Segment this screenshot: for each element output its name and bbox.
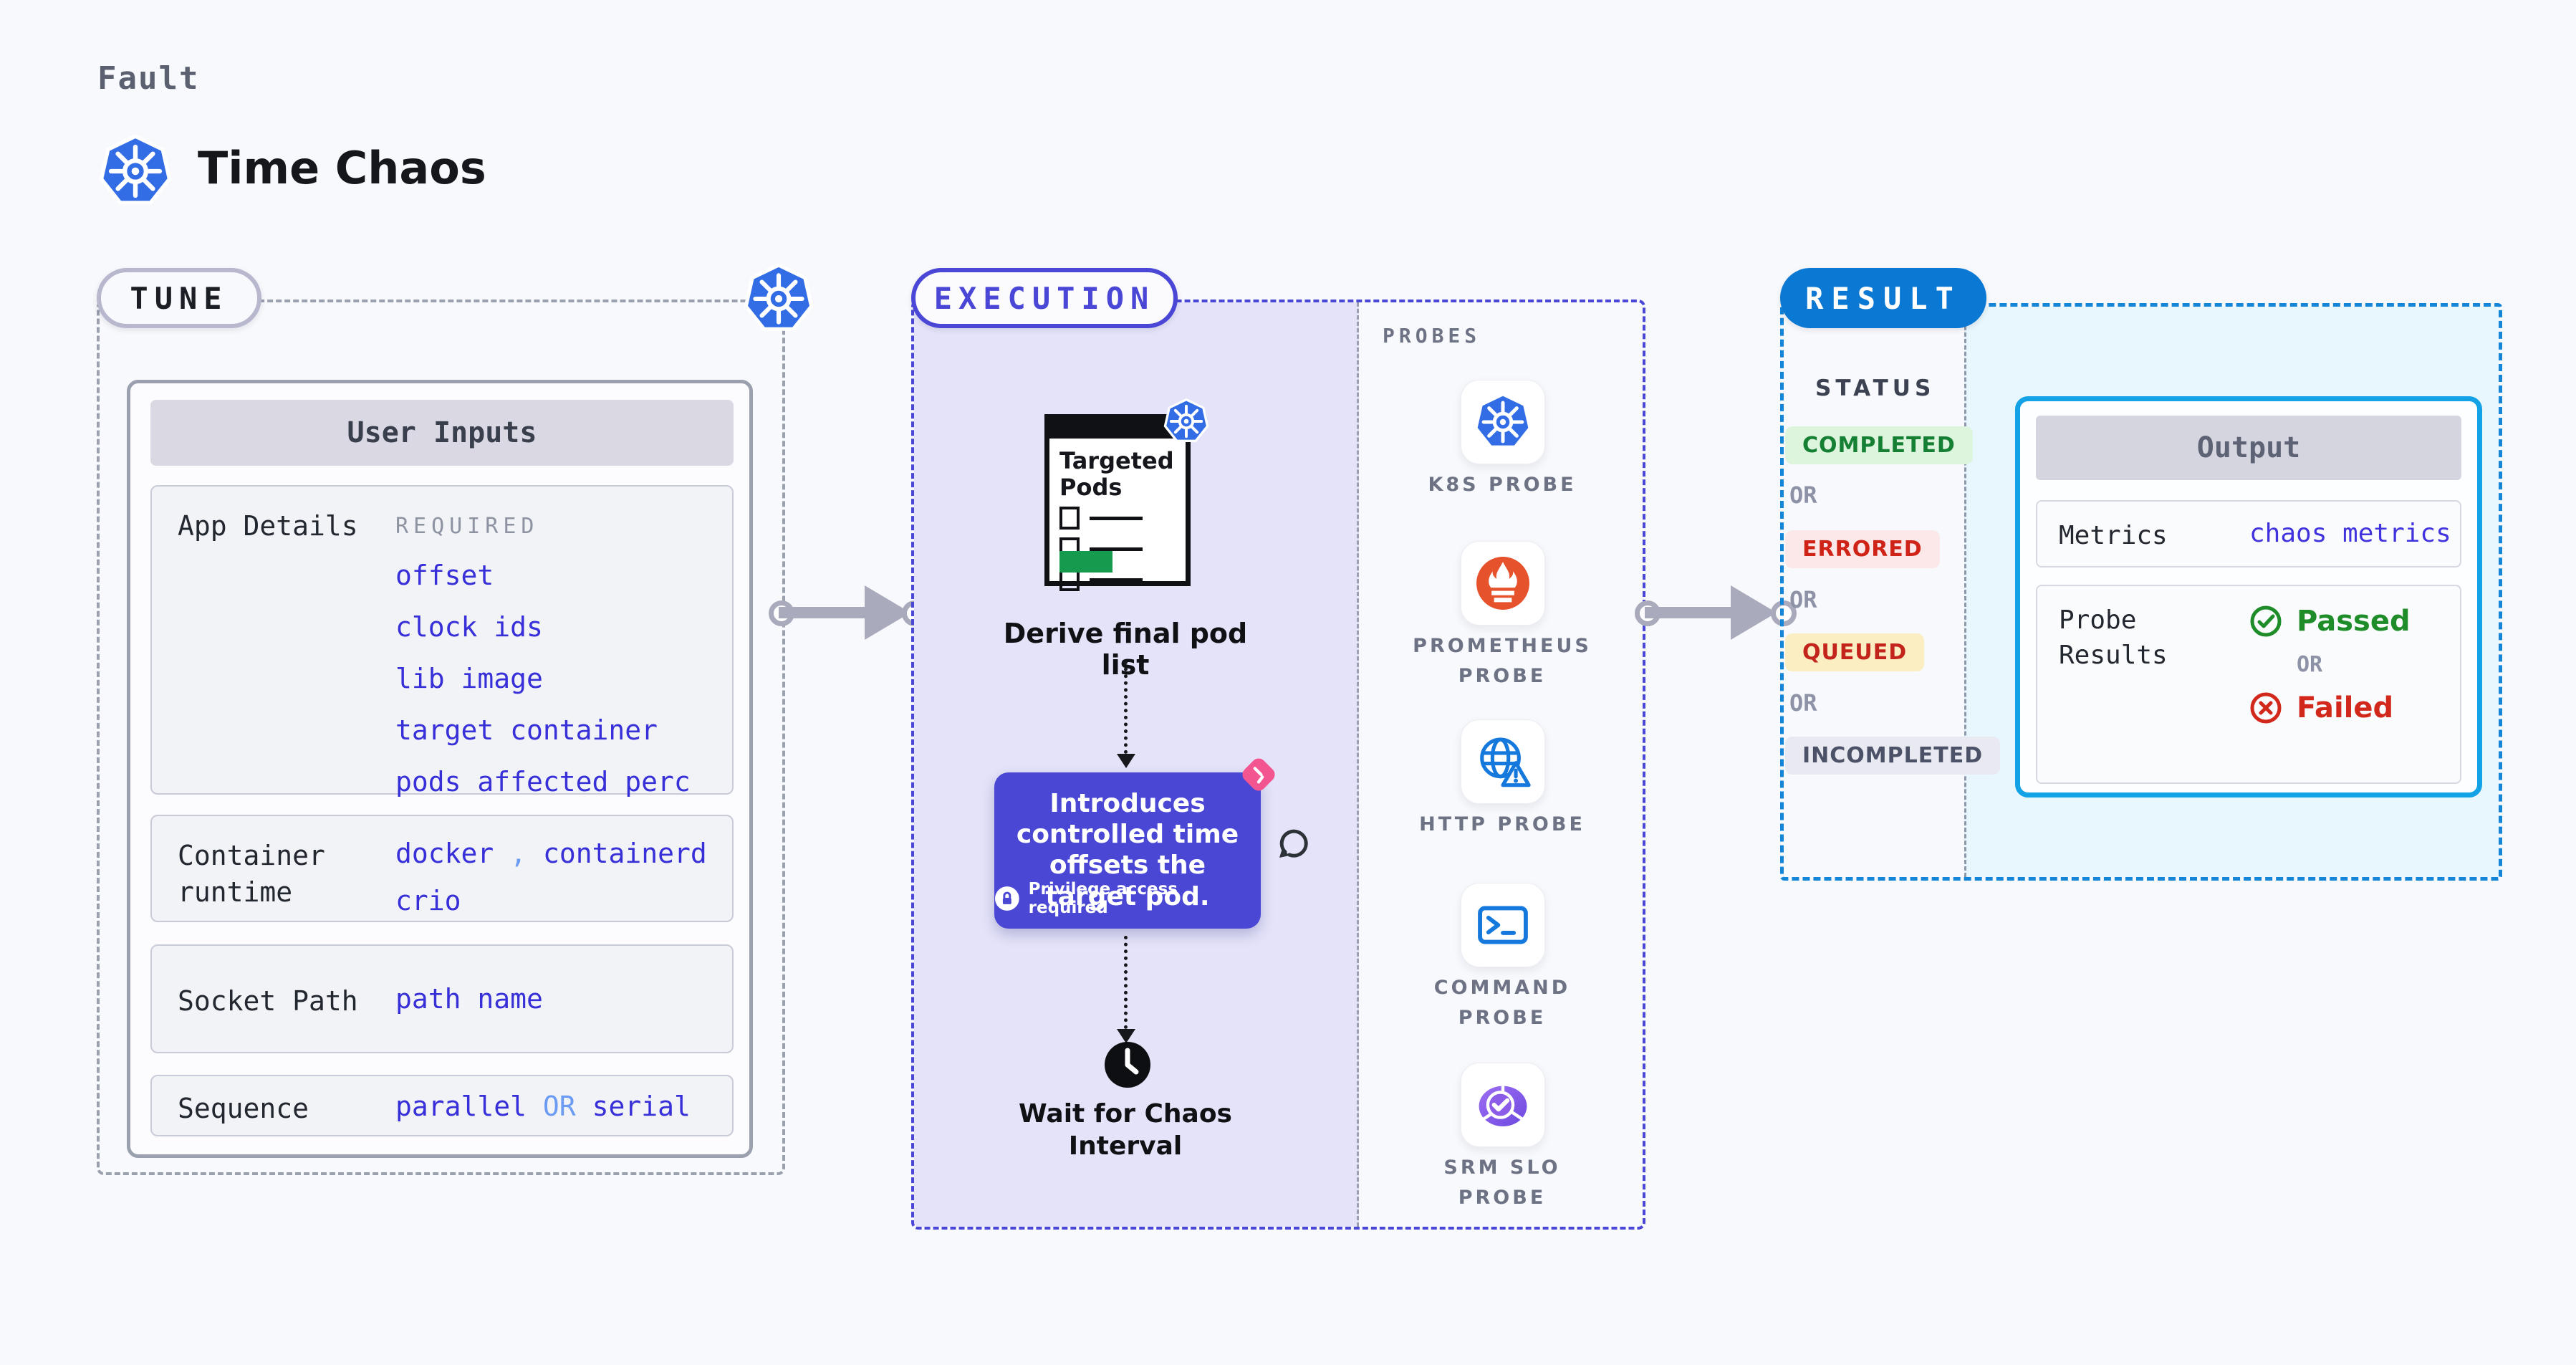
user-inputs-card: User Inputs App Details REQUIRED offset …	[127, 380, 753, 1158]
probe-results-row: Probe Results Passed OR Failed	[2036, 585, 2461, 784]
metrics-label: Metrics	[2059, 521, 2168, 550]
derive-pod-list-label: Derive final pod list	[1003, 618, 1248, 681]
runtime-value[interactable]: crio	[395, 885, 461, 916]
lock-icon	[994, 886, 1019, 911]
app-details-values: REQUIRED offset clock ids lib image targ…	[395, 508, 691, 798]
probe-label: SRM SLO PROBE	[1443, 1156, 1561, 1209]
loop-refresh-icon	[1279, 829, 1308, 858]
fault-description-tooltip: Introduces controlled time offsets the t…	[994, 758, 1275, 929]
param-link[interactable]: clock ids	[395, 611, 543, 643]
tooltip-text: Introduces controlled time offsets the t…	[1016, 789, 1239, 911]
socket-path-value[interactable]: path name	[395, 983, 543, 1015]
output-title: Output	[2036, 416, 2461, 480]
param-link[interactable]: offset	[395, 560, 494, 591]
http-probe-card	[1461, 719, 1545, 804]
kubernetes-icon	[1473, 392, 1533, 452]
container-runtime-label: Container runtime	[178, 840, 325, 909]
metrics-row: Metrics chaos metrics	[2036, 500, 2461, 567]
socket-path-row: Socket Path path name	[150, 944, 734, 1053]
http-globe-icon	[1480, 737, 1531, 787]
prometheus-icon	[1476, 557, 1529, 610]
flow-connector	[1124, 936, 1128, 1029]
comma-separator: ,	[510, 838, 527, 869]
param-link[interactable]: pods affected perc	[395, 766, 691, 798]
k8s-probe-card	[1461, 380, 1545, 464]
clock-icon	[1105, 1042, 1150, 1088]
or-separator: OR	[1789, 586, 1817, 613]
targeted-pods-label: Targeted Pods	[1059, 447, 1174, 501]
status-badge-errored: ERRORED	[1785, 530, 1940, 568]
targeted-pods-widget: Targeted Pods	[1044, 398, 1209, 591]
progress-bar	[1059, 551, 1112, 573]
metrics-value[interactable]: chaos metrics	[2249, 519, 2451, 548]
sequence-value[interactable]: serial	[592, 1091, 691, 1122]
status-badge-incompleted: INCOMPLETED	[1785, 737, 2001, 775]
kubernetes-icon	[1163, 398, 1209, 443]
chaos-icon	[1242, 758, 1275, 791]
sequence-value[interactable]: parallel	[395, 1091, 527, 1122]
flow-connector	[1124, 661, 1128, 754]
terminal-icon	[1478, 906, 1528, 944]
socket-path-value-wrap: path name	[395, 983, 543, 1015]
container-runtime-values: docker , containerd crio	[395, 838, 707, 916]
fault-kicker: Fault	[97, 60, 200, 97]
flow-arrowhead	[1117, 1029, 1135, 1043]
probe-results-label: Probe Results	[2059, 605, 2168, 670]
runtime-value[interactable]: containerd	[542, 838, 707, 869]
prometheus-probe-card	[1461, 541, 1545, 626]
required-tag: REQUIRED	[395, 514, 539, 539]
or-separator: OR	[1789, 689, 1817, 717]
status-title: STATUS	[1815, 375, 1936, 401]
output-card: Output Metrics chaos metrics Probe Resul…	[2015, 396, 2482, 798]
runtime-value[interactable]: docker	[395, 838, 494, 869]
privilege-note-text: Privilege access required	[1028, 880, 1178, 917]
app-details-row: App Details REQUIRED offset clock ids li…	[150, 485, 734, 798]
sequence-values: parallel OR serial	[395, 1091, 691, 1122]
execution-pill: EXECUTION	[911, 268, 1178, 328]
status-badge-queued: QUEUED	[1785, 633, 1925, 671]
command-probe-card	[1461, 883, 1545, 967]
probe-label: K8S PROBE	[1428, 474, 1577, 496]
status-badge-completed: COMPLETED	[1785, 426, 1973, 464]
kubernetes-icon	[742, 262, 815, 335]
execution-to-result-arrow	[1635, 577, 1797, 648]
or-separator: OR	[2297, 652, 2323, 677]
param-link[interactable]: lib image	[395, 663, 543, 694]
tune-to-execution-arrow	[769, 577, 928, 648]
user-inputs-title: User Inputs	[150, 400, 734, 466]
srm-slo-probe-card	[1461, 1063, 1545, 1147]
param-link[interactable]: target container	[395, 714, 658, 746]
app-details-label: App Details	[178, 510, 358, 542]
slo-gauge-icon	[1479, 1086, 1527, 1126]
probes-title: PROBES	[1383, 324, 1481, 348]
container-runtime-row: Container runtime docker , containerd cr…	[150, 815, 734, 922]
wait-chaos-interval-label: Wait for Chaos Interval	[1019, 1099, 1232, 1161]
passed-label: Passed	[2297, 605, 2411, 638]
kubernetes-icon	[97, 133, 173, 209]
privilege-note: Privilege access required	[994, 880, 1261, 917]
probe-label: COMMAND PROBE	[1433, 977, 1571, 1029]
probe-label: HTTP PROBE	[1419, 813, 1585, 835]
or-separator: OR	[1789, 482, 1817, 509]
tune-pill: TUNE	[97, 268, 261, 328]
check-circle-icon	[2250, 605, 2282, 637]
x-circle-icon	[2250, 692, 2282, 724]
result-pill: RESULT	[1780, 268, 1986, 328]
flow-arrowhead	[1117, 754, 1135, 768]
socket-path-label: Socket Path	[178, 985, 358, 1017]
tune-section-box	[97, 300, 785, 1175]
or-separator: OR	[542, 1091, 576, 1122]
failed-label: Failed	[2297, 691, 2394, 724]
page-title: Time Chaos	[198, 142, 486, 194]
probe-label: PROMETHEUS PROBE	[1413, 635, 1592, 687]
sequence-row: Sequence parallel OR serial	[150, 1075, 734, 1136]
sequence-label: Sequence	[178, 1093, 309, 1124]
